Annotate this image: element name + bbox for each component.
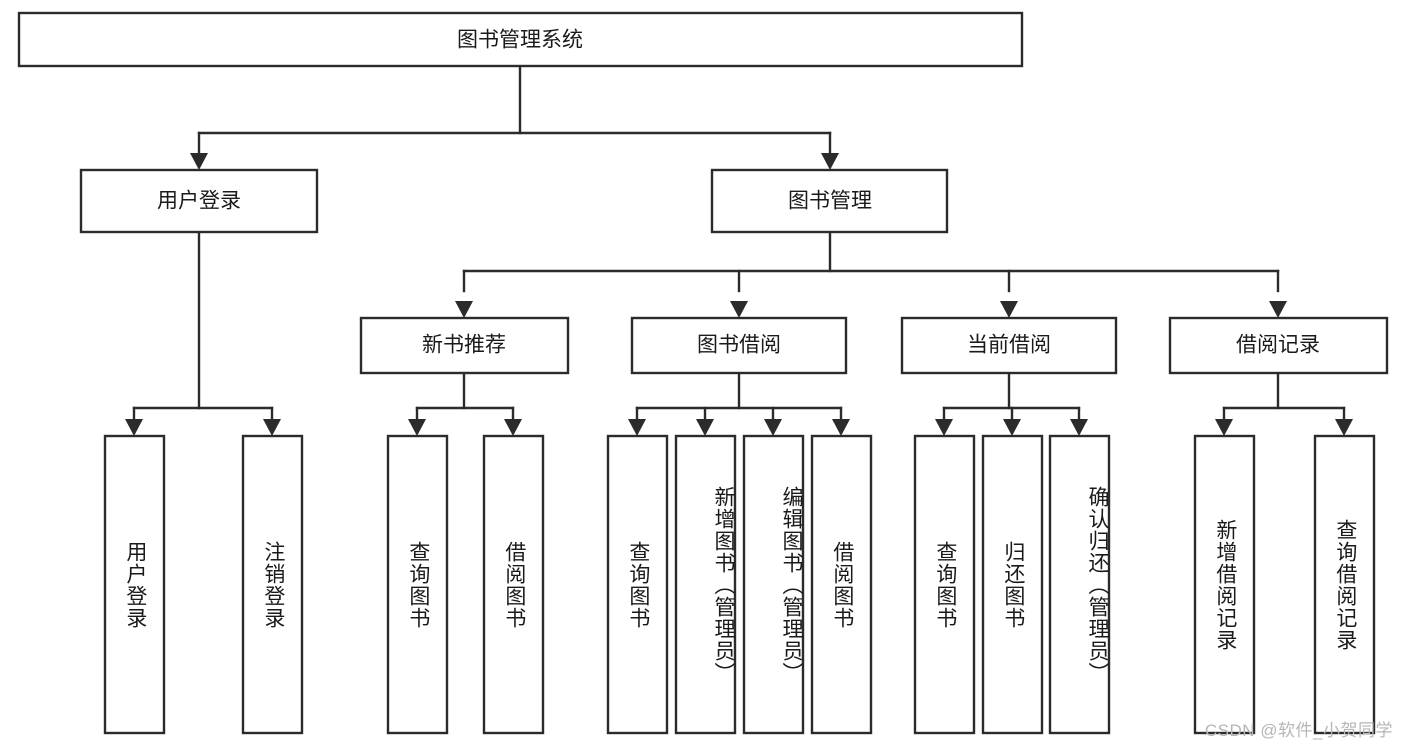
arrow-to-user-login	[190, 153, 208, 170]
leaf-new-book-1[interactable]	[386, 434, 449, 735]
connector-group-book-borrow	[628, 371, 850, 436]
arrow-current-borrow-leaf-3	[1070, 419, 1088, 436]
node-user-login[interactable]	[79, 168, 319, 234]
node-book-borrow-label: 图书借阅	[697, 334, 781, 357]
connector-group-current-borrow	[935, 371, 1088, 436]
leaf-current-borrow-2[interactable]	[981, 434, 1044, 735]
leaf-book-borrow-2[interactable]	[674, 434, 737, 735]
node-borrow-record[interactable]	[1168, 316, 1389, 375]
leaf-current-borrow-3[interactable]	[1048, 434, 1111, 735]
node-user-login-label: 用户登录	[157, 190, 241, 213]
node-new-book-recommend-label: 新书推荐	[422, 334, 506, 357]
arrow-to-new-book	[455, 301, 473, 318]
arrow-current-borrow-leaf-2	[1003, 419, 1021, 436]
leaf-book-borrow-3[interactable]	[742, 434, 805, 735]
node-book-borrow[interactable]	[630, 316, 848, 375]
arrow-new-book-leaf-2	[504, 419, 522, 436]
node-current-borrow-label: 当前借阅	[967, 334, 1051, 357]
arrow-book-borrow-leaf-1	[628, 419, 646, 436]
connector-group-root	[190, 64, 839, 170]
arrow-new-book-leaf-1	[408, 419, 426, 436]
connector-group-book-mgmt	[455, 230, 1287, 318]
node-book-management-label: 图书管理	[788, 190, 872, 213]
node-root-label: 图书管理系统	[457, 29, 583, 52]
csdn-watermark: CSDN @软件_小贺同学	[1204, 721, 1393, 740]
arrow-to-borrow-record	[1269, 301, 1287, 318]
arrow-borrow-record-leaf-1	[1215, 419, 1233, 436]
node-book-management[interactable]	[710, 168, 949, 234]
arrow-to-current-borrow	[1000, 301, 1018, 318]
connector-group-borrow-record	[1215, 371, 1353, 436]
connector-group-new-book	[408, 371, 522, 436]
connector-group-user-login	[125, 230, 281, 436]
arrow-user-login-leaf-2	[263, 419, 281, 436]
arrow-book-borrow-leaf-4	[832, 419, 850, 436]
arrow-to-book-borrow	[730, 301, 748, 318]
leaf-book-borrow-4[interactable]	[810, 434, 873, 735]
leaf-borrow-record-2[interactable]	[1313, 434, 1376, 735]
arrow-book-borrow-leaf-3	[764, 419, 782, 436]
node-current-borrow[interactable]	[900, 316, 1118, 375]
leaf-borrow-record-1[interactable]	[1193, 434, 1256, 735]
arrow-borrow-record-leaf-2	[1335, 419, 1353, 436]
node-root[interactable]	[17, 11, 1024, 68]
node-borrow-record-label: 借阅记录	[1236, 334, 1320, 357]
node-new-book-recommend[interactable]	[359, 316, 570, 375]
leaf-user-login-2[interactable]	[241, 434, 304, 735]
arrow-current-borrow-leaf-1	[935, 419, 953, 436]
leaf-current-borrow-1[interactable]	[913, 434, 976, 735]
leaf-new-book-2[interactable]	[482, 434, 545, 735]
arrow-book-borrow-leaf-2	[696, 419, 714, 436]
arrow-to-book-mgmt	[821, 153, 839, 170]
leaf-book-borrow-1[interactable]	[606, 434, 669, 735]
leaf-user-login-1[interactable]	[103, 434, 166, 735]
arrow-user-login-leaf-1	[125, 419, 143, 436]
